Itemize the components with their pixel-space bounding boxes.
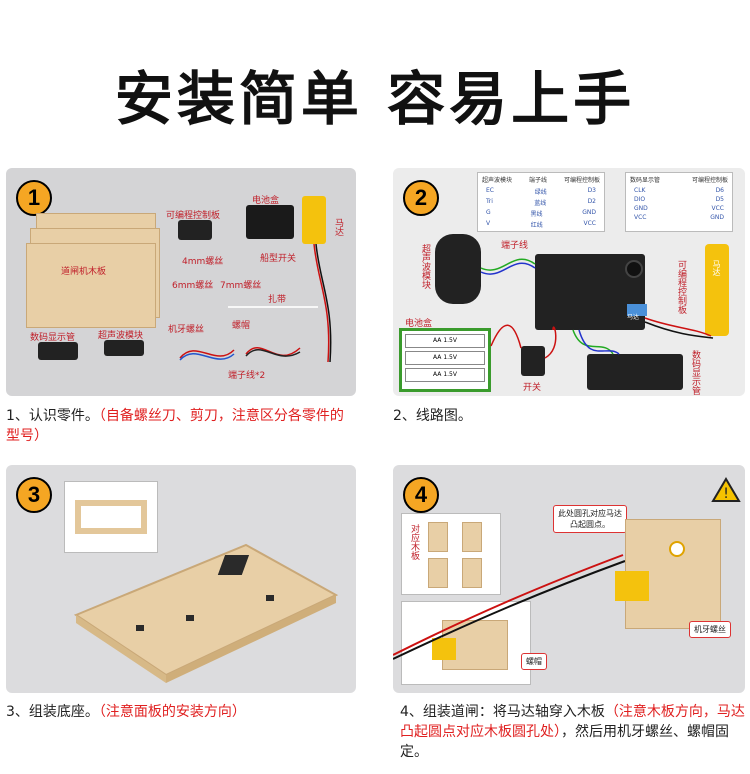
step1-caption: 1、认识零件。（自备螺丝刀、剪刀，注意区分各零件的型号） bbox=[6, 406, 356, 446]
hint-callout: 此处圆孔对应马达凸起圆点。 bbox=[553, 505, 627, 533]
motor bbox=[615, 571, 649, 601]
display-label: 数码显示管 bbox=[30, 333, 76, 343]
pcb-label: 可编程控制板 bbox=[676, 260, 686, 314]
motor bbox=[705, 244, 729, 336]
motor-part bbox=[302, 196, 326, 244]
motor-label: 马达 bbox=[712, 260, 721, 276]
board-piece bbox=[428, 522, 448, 552]
ultrasonic-label: 超声波模块 bbox=[420, 244, 430, 289]
step3-caption: 3、组装底座。（注意面板的安装方向） bbox=[6, 702, 356, 722]
motor-wires bbox=[393, 554, 626, 660]
page-title: 安装简单 容易上手 bbox=[114, 65, 636, 133]
wood-board-label: 道闸机木板 bbox=[61, 267, 107, 277]
battery-cell: AA 1.5V bbox=[405, 351, 485, 365]
machine-screw-callout: 机牙螺丝 bbox=[689, 621, 731, 638]
motor-small bbox=[432, 638, 456, 660]
step3-panel: 3 bbox=[6, 465, 356, 693]
table1-header: 超声波模块 端子线 可编程控制板 bbox=[482, 177, 600, 184]
board-piece bbox=[428, 558, 448, 588]
battery-cell: AA 1.5V bbox=[405, 368, 485, 382]
warning-icon: ! bbox=[711, 477, 741, 502]
step4-caption-note: （注意木板方向，马达凸起圆点对应木板圆孔处） bbox=[400, 704, 745, 740]
wood-board-front bbox=[26, 243, 156, 328]
step1-panel: 1 道闸机木板 可编程控制板 电池盒 马达 船型开关 4mm螺丝 6mm螺丝 7… bbox=[6, 168, 356, 396]
screw6-label: 6mm螺丝 bbox=[172, 281, 214, 291]
board-inset: 对应木板 bbox=[401, 513, 501, 595]
display-module bbox=[587, 354, 683, 390]
switch-label: 开关 bbox=[523, 383, 542, 393]
board-label: 对应木板 bbox=[409, 524, 419, 560]
step4-caption-text: 4、组装道闸：将马达轴穿入木板 bbox=[400, 704, 605, 720]
battery-cell: AA 1.5V bbox=[405, 334, 485, 348]
machine-screw-label: 机牙螺丝 bbox=[168, 325, 205, 335]
display-label: 数码显示管 bbox=[690, 350, 700, 395]
nut-callout: 螺帽 bbox=[521, 653, 547, 670]
step3-caption-note: （注意面板的安装方向） bbox=[98, 704, 246, 720]
step1-caption-text: 1、认识零件。 bbox=[6, 408, 99, 424]
step3-badge: 3 bbox=[16, 477, 52, 513]
wire-label: 端子线 bbox=[501, 241, 529, 251]
battery-part bbox=[246, 205, 294, 239]
battery-label: 电池盒 bbox=[405, 319, 433, 329]
step4-panel: 4 ! 对应木板 此处圆孔对应马达凸起圆点。 机牙螺丝 螺帽 bbox=[393, 465, 745, 693]
pcb-part bbox=[178, 220, 212, 240]
svg-text:!: ! bbox=[723, 486, 729, 502]
ultrasonic-module bbox=[435, 234, 481, 304]
board-piece bbox=[462, 522, 482, 552]
pcb-label: 可编程控制板 bbox=[166, 211, 221, 221]
battery-label: 电池盒 bbox=[252, 196, 280, 206]
step2-caption: 2、线路图。 bbox=[393, 408, 472, 424]
table2-header: 数码显示管 可编程控制板 bbox=[630, 177, 728, 184]
step2-badge: 2 bbox=[403, 180, 439, 216]
switch-label: 船型开关 bbox=[260, 254, 297, 264]
step1-badge: 1 bbox=[16, 180, 52, 216]
base-board bbox=[73, 543, 339, 683]
display-part bbox=[38, 342, 78, 360]
tie-label: 扎带 bbox=[268, 295, 287, 305]
battery-box: AA 1.5V AA 1.5V AA 1.5V bbox=[399, 328, 491, 392]
ultrasonic-part bbox=[104, 340, 144, 356]
inset-frame bbox=[64, 481, 158, 553]
step4-caption-text-end: ，然后用机牙螺丝、螺帽固定。 bbox=[400, 724, 729, 760]
screw7-label: 7mm螺丝 bbox=[220, 281, 262, 291]
buzzer bbox=[625, 260, 643, 278]
step4-badge: 4 bbox=[403, 477, 439, 513]
circuit-wires bbox=[480, 258, 714, 359]
board-piece bbox=[462, 558, 482, 588]
power-switch bbox=[521, 346, 545, 376]
terminal-wires bbox=[179, 347, 301, 361]
screw4-label: 4mm螺丝 bbox=[182, 257, 224, 267]
step4-caption: 4、组装道闸：将马达轴穿入木板（注意木板方向，马达凸起圆点对应木板圆孔处），然后… bbox=[400, 702, 745, 762]
step1-caption-note: （自备螺丝刀、剪刀，注意区分各零件的型号） bbox=[6, 408, 344, 444]
wood-frame bbox=[75, 500, 147, 534]
motor-label: 马达 bbox=[333, 218, 343, 236]
motor-inset bbox=[401, 601, 531, 685]
cable-tie bbox=[228, 306, 318, 308]
nut-label: 螺帽 bbox=[232, 321, 251, 331]
motor-wires bbox=[313, 244, 332, 363]
motor-chip: 马达 bbox=[627, 304, 647, 321]
motor-hole bbox=[669, 541, 685, 557]
ultrasonic-label: 超声波模块 bbox=[98, 331, 144, 341]
wire-label: 端子线*2 bbox=[228, 371, 266, 381]
step3-caption-text: 3、组装底座。 bbox=[6, 704, 99, 720]
